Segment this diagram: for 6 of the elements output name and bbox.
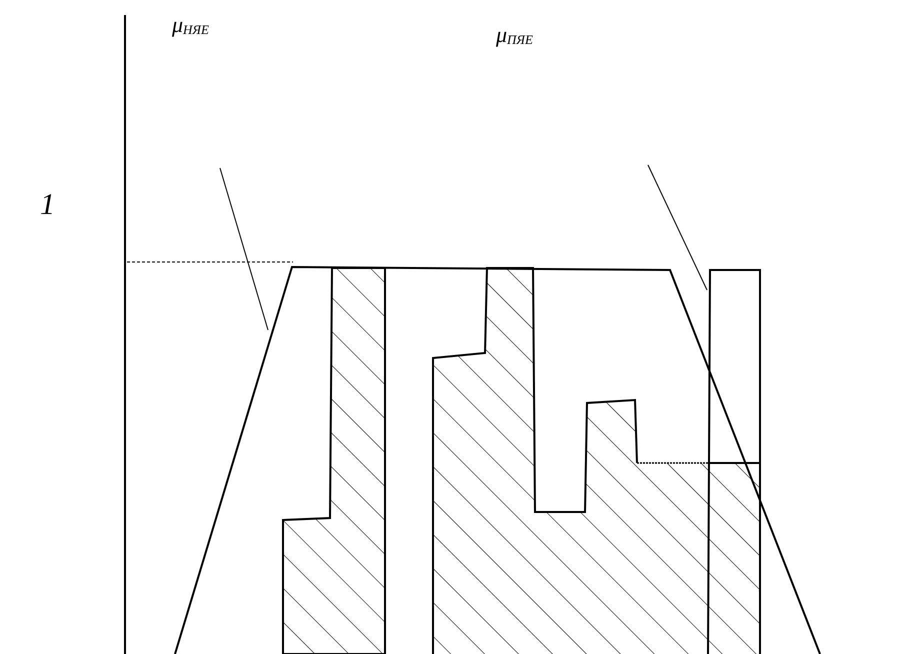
membership-label: μ$_{ПЯЕ}$ — [496, 24, 533, 46]
axis-value-label: 1 — [40, 190, 55, 220]
membership-label: μ$_{НЯЕ}$ — [172, 14, 209, 36]
leader-line — [220, 168, 268, 330]
leader-line — [648, 164, 708, 290]
trapezoid-line — [174, 266, 821, 654]
